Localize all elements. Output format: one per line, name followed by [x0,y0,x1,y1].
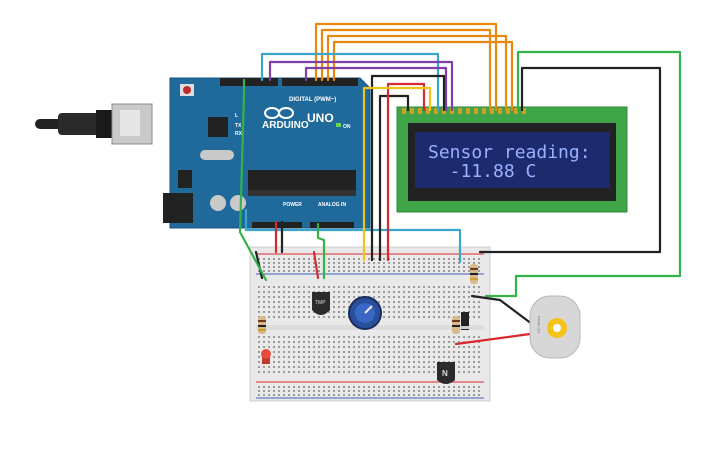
on-label: ON [343,124,351,130]
wire-green-right [484,50,682,298]
wire-black-lcd-2 [378,94,410,262]
resistor-right-mid [452,316,460,334]
arduino-brand: ARDUINO [262,120,309,131]
wires [238,22,682,346]
wire-orange-1 [314,22,498,112]
wire-purple-1 [268,60,454,112]
power-label: POWER [283,202,302,208]
potentiometer[interactable] [348,296,382,330]
resistor-right-top [470,264,478,284]
capacitor-1 [210,195,226,211]
arduino-logo-icon [264,107,294,119]
crystal [200,150,234,160]
wire-yellow-lcd [362,86,432,262]
wire-teal-analog [244,208,462,264]
wire-motor-red [454,332,532,346]
usb-chip [208,117,228,137]
arduino-model: UNO [307,111,334,125]
power-header-top [220,78,278,86]
analog-label: ANALOG IN [318,202,346,208]
wire-teal-top [260,52,440,112]
usb-cable[interactable] [35,103,153,145]
lcd-display[interactable]: Sensor reading: -11.88 C [396,106,628,213]
l-label: L [235,113,238,119]
atmega-chip [248,170,356,190]
wire-green-left [238,78,268,282]
wire-black-right [478,66,662,254]
dc-motor[interactable]: DC Motor [529,295,581,359]
dc-jack[interactable] [163,193,193,223]
lcd-line-2: -11.88 C [428,161,536,182]
tmp-sensor[interactable]: TMP [312,292,330,315]
rx-label: RX [235,131,243,137]
wire-red-lcd [386,82,426,262]
on-led [336,123,341,127]
analog-header [310,222,354,228]
motor-label: DC Motor [536,315,541,333]
wire-purple-2 [304,66,448,112]
capacitor-2 [230,195,246,211]
wire-red-bb [312,250,320,280]
tx-label: TX [235,123,242,129]
wire-green-a0 [316,222,326,280]
breadboard[interactable] [249,246,491,402]
regulator [178,170,192,188]
digital-label: DIGITAL (PWM~) [289,97,336,103]
wire-motor-black [470,294,534,326]
wire-black-lcd [370,74,446,262]
lcd-screen [415,132,610,188]
tmp-label: TMP [315,300,326,306]
diode [461,312,469,330]
lcd-line-1: Sensor reading: [428,142,591,163]
arduino-board[interactable]: DIGITAL (PWM~) ARDUINO UNO TX RX L ON PO… [163,77,371,229]
digital-header [282,78,358,86]
led-red [261,349,271,364]
wire-orange-3 [326,34,508,112]
transistor-label: N [442,369,448,378]
npn-transistor[interactable]: N [437,362,455,384]
resistor-left [258,316,266,334]
